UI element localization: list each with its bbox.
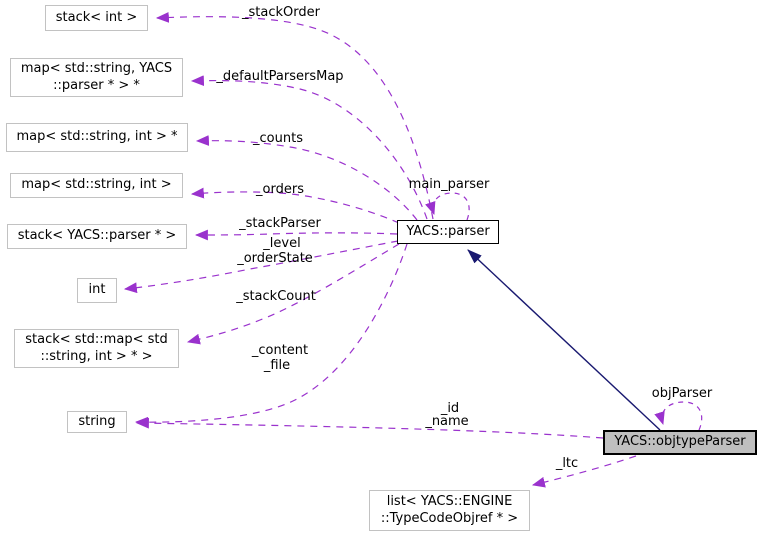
node-label: map< std::string, int > bbox=[21, 177, 172, 193]
node-label: map< std::string, int > * bbox=[16, 129, 178, 145]
edge-label-id: _id bbox=[440, 401, 460, 416]
node-map-string-int[interactable]: map< std::string, int > bbox=[10, 173, 183, 198]
node-string[interactable]: string bbox=[67, 411, 127, 433]
edge-label-main-parser: main_parser bbox=[408, 177, 490, 192]
node-label: ::TypeCodeObjref * > bbox=[380, 510, 519, 526]
node-stack-int[interactable]: stack< int > bbox=[45, 5, 148, 31]
edge-label-name: _name bbox=[425, 414, 469, 429]
edge-main-parser-loop bbox=[425, 192, 470, 221]
edge-content-file bbox=[134, 243, 408, 428]
node-int[interactable]: int bbox=[77, 278, 117, 303]
edge-stack-parser bbox=[194, 229, 398, 241]
node-label: stack< std::map< std bbox=[25, 331, 168, 347]
edge-label-order-state: _orderState bbox=[237, 251, 313, 266]
edge-level-orderstate bbox=[123, 240, 399, 294]
edge-label-stack-count: _stackCount bbox=[236, 289, 316, 304]
node-label: ::string, int > * > bbox=[40, 348, 153, 364]
edge-label-ltc: _ltc bbox=[555, 456, 579, 471]
node-stack-map-string-int[interactable]: stack< std::map< std ::string, int > * > bbox=[14, 329, 179, 368]
edge-default-parsers-map bbox=[190, 75, 428, 220]
edge-label-default-parsers-map: _defaultParsersMap bbox=[216, 69, 344, 84]
node-map-string-int-ptr[interactable]: map< std::string, int > * bbox=[6, 123, 188, 152]
node-list-typecodeobjref[interactable]: list< YACS::ENGINE ::TypeCodeObjref * > bbox=[369, 490, 530, 531]
node-label: map< std::string, YACS bbox=[20, 60, 173, 76]
edge-counts bbox=[195, 135, 418, 221]
node-yacs-objtypeparser[interactable]: YACS::objtypeParser bbox=[603, 430, 757, 455]
edge-label-stack-parser: _stackParser bbox=[239, 216, 321, 231]
node-label: list< YACS::ENGINE bbox=[386, 493, 513, 509]
edge-stack-order bbox=[155, 12, 434, 220]
edge-label-orders: _orders bbox=[256, 182, 304, 197]
edge-label-obj-parser: objParser bbox=[651, 386, 713, 401]
node-map-string-parser[interactable]: map< std::string, YACS ::parser * > * bbox=[10, 58, 183, 97]
edge-label-counts: _counts bbox=[253, 131, 303, 146]
edge-label-file: _file bbox=[263, 358, 291, 373]
edge-label-level: _level bbox=[263, 236, 301, 251]
node-label: YACS::parser bbox=[406, 223, 490, 239]
node-label: stack< YACS::parser * > bbox=[17, 228, 177, 244]
edge-label-content: _content bbox=[251, 343, 309, 358]
edge-orders bbox=[190, 187, 400, 224]
node-stack-yacs-parser[interactable]: stack< YACS::parser * > bbox=[7, 224, 187, 249]
node-label: YACS::objtypeParser bbox=[614, 434, 746, 450]
edge-stack-count bbox=[186, 243, 400, 345]
node-label: ::parser * > * bbox=[53, 77, 140, 93]
node-yacs-parser[interactable]: YACS::parser bbox=[397, 220, 499, 244]
edge-id-name bbox=[135, 417, 604, 439]
edge-inheritance bbox=[467, 249, 661, 431]
edge-ltc bbox=[531, 455, 637, 488]
node-label: stack< int > bbox=[55, 9, 138, 25]
node-label: int bbox=[88, 282, 106, 298]
edge-label-stack-order: _stackOrder bbox=[242, 5, 320, 20]
edge-obj-parser-loop bbox=[654, 401, 703, 431]
node-label: string bbox=[78, 413, 116, 429]
